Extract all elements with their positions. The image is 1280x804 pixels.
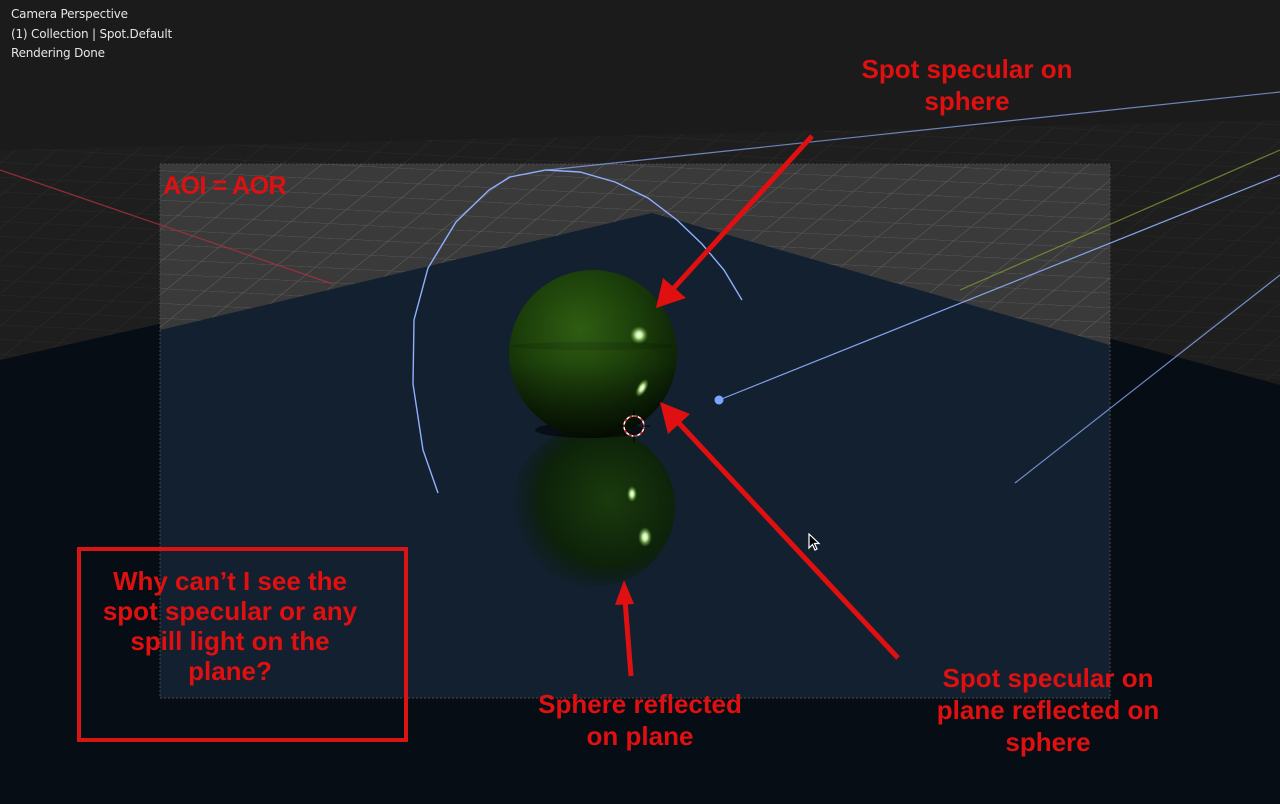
render-status-label: Rendering Done xyxy=(11,46,105,60)
annotation-line: spill light on the xyxy=(130,626,330,656)
sphere-plane-reflection-specular xyxy=(635,378,649,398)
annotation-plane-reflected-specular: Spot specular on plane reflected on sphe… xyxy=(918,662,1178,758)
y-axis-line xyxy=(959,149,1280,291)
arrow-plane-reflected-specular xyxy=(660,402,900,660)
reflection-specular-1 xyxy=(627,486,637,502)
annotation-line: Spot specular on xyxy=(861,54,1073,84)
3d-cursor-icon[interactable] xyxy=(618,410,650,442)
annotation-line: plane reflected on xyxy=(936,695,1160,725)
sphere-reflection xyxy=(511,427,675,587)
spot-light-direction-line xyxy=(718,174,1280,401)
viewport-info-overlay: Camera Perspective (1) Collection | Spot… xyxy=(11,5,172,64)
camera-frame-border xyxy=(159,163,1111,699)
spot-light-cone-arc xyxy=(412,169,743,494)
arrow-spot-specular xyxy=(656,134,814,308)
x-axis-line xyxy=(0,169,334,285)
view-mode-label: Camera Perspective xyxy=(11,7,128,21)
annotation-line: sphere xyxy=(924,86,1010,116)
spot-light-line-right xyxy=(1014,274,1280,484)
collection-object-label: (1) Collection | Spot.Default xyxy=(11,26,172,41)
annotation-spot-specular-sphere: Spot specular on sphere xyxy=(838,53,1096,117)
annotation-aoi-aor: AOI = AOR xyxy=(163,172,287,200)
sphere-shading xyxy=(509,270,677,438)
mouse-pointer-icon xyxy=(808,533,821,551)
annotation-line: on plane xyxy=(586,721,694,751)
annotation-sphere-reflected: Sphere reflected on plane xyxy=(520,688,760,752)
sphere-specular-highlight xyxy=(630,326,648,344)
annotation-line: spot specular or any xyxy=(102,596,358,626)
annotation-line: Sphere reflected xyxy=(538,689,742,719)
annotation-line: Why can’t I see the xyxy=(112,566,348,596)
annotation-line: plane? xyxy=(188,656,272,686)
spot-light-origin-icon[interactable] xyxy=(714,395,724,405)
annotation-line: sphere xyxy=(1005,727,1091,757)
sphere-horizon-reflection xyxy=(511,342,675,350)
annotation-question-box xyxy=(77,547,408,742)
reflection-specular-2 xyxy=(638,527,652,547)
annotation-line: Spot specular on xyxy=(942,663,1154,693)
arrow-sphere-reflection xyxy=(615,580,634,677)
annotation-question: Why can’t I see the spot specular or any… xyxy=(80,566,380,686)
spot-light-line-top xyxy=(547,91,1280,171)
